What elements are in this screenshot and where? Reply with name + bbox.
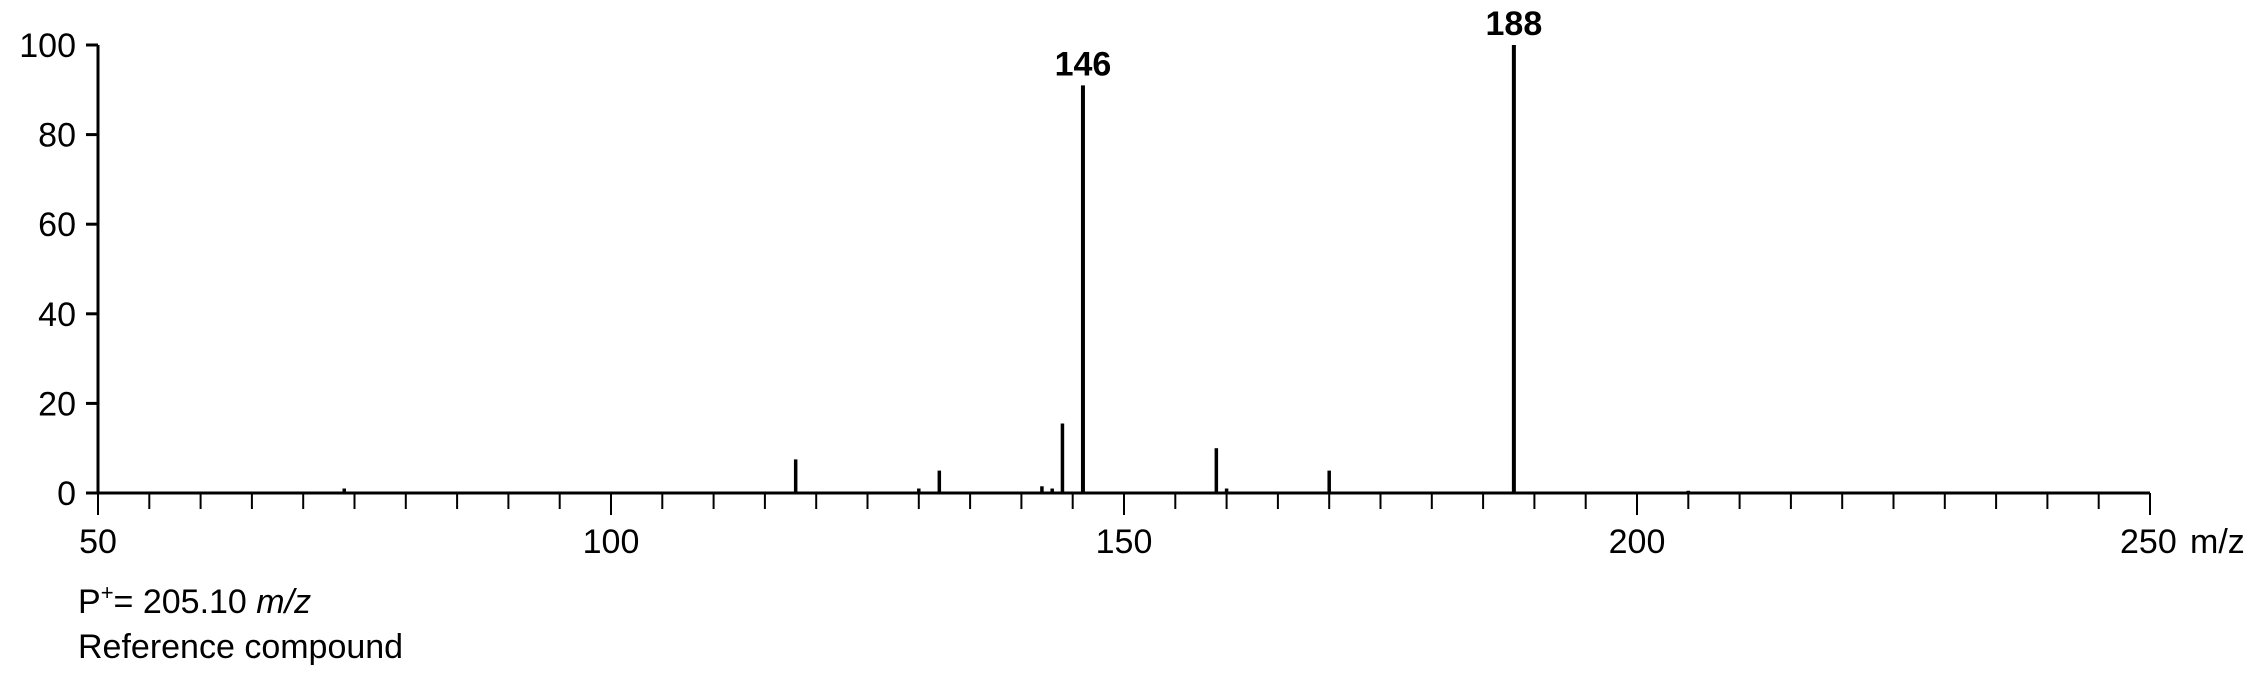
y-tick-label: 80	[38, 117, 76, 155]
parent-ion-prefix: P	[78, 583, 101, 621]
mass-spectrum-chart: 0 20 40 60 80 100 50 100 150 200 250 m/z 146 188	[19, 5, 2245, 561]
x-tick-label: 100	[583, 523, 640, 561]
y-tick-label: 40	[38, 296, 76, 334]
x-unit-label: m/z	[2190, 523, 2245, 561]
parent-ion-value: = 205.10	[113, 583, 257, 621]
parent-ion-caption: P+= 205.10 m/z	[78, 580, 312, 621]
y-tick-label: 20	[38, 385, 76, 423]
parent-ion-unit: m/z	[256, 583, 312, 621]
x-tick-label: 200	[1609, 523, 1666, 561]
y-tick-label: 100	[19, 27, 76, 65]
y-tick-label: 0	[57, 475, 76, 513]
x-tick-label: 250	[2120, 523, 2177, 561]
y-tick-label: 60	[38, 206, 76, 244]
x-tick-label: 50	[79, 523, 117, 561]
compound-caption: Reference compound	[78, 628, 404, 666]
peak-label: 146	[1055, 45, 1112, 83]
x-tick-label: 150	[1096, 523, 1153, 561]
peak-label: 188	[1486, 5, 1543, 43]
parent-ion-charge: +	[100, 580, 114, 605]
